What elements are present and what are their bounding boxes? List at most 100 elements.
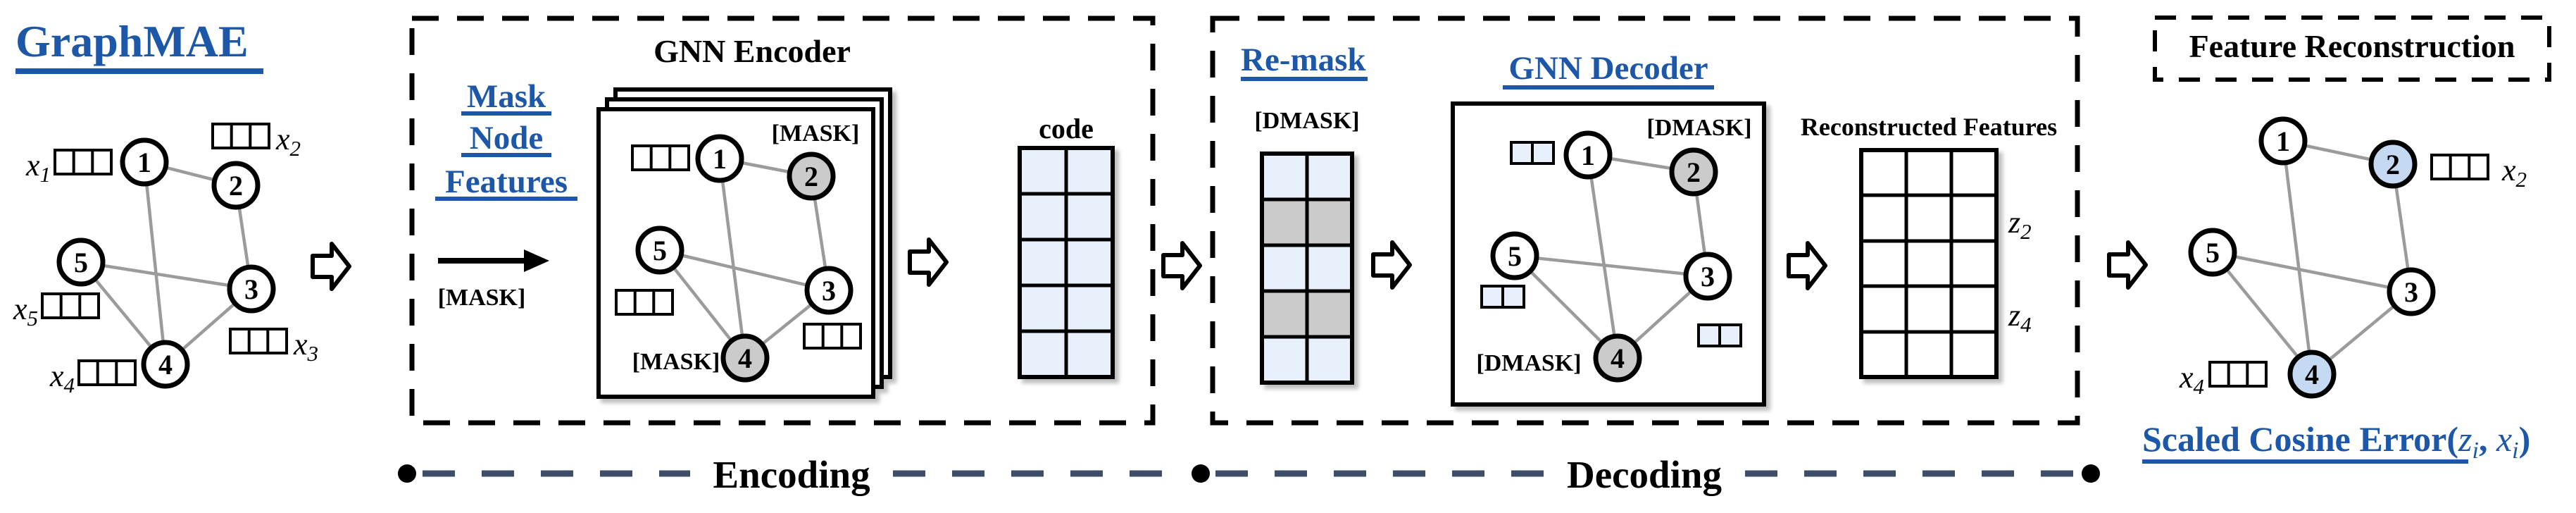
graph-node-2: 2 (211, 161, 261, 210)
graph-node-4-masked: 4 (720, 333, 770, 383)
feature-vector-x2 (2430, 154, 2489, 180)
svg-text:1: 1 (1581, 140, 1595, 171)
svg-text:3: 3 (822, 275, 836, 307)
feature-vector-x5 (41, 292, 100, 319)
graph-node-3: 3 (1683, 252, 1732, 301)
output-section: Feature Reconstruction x2 x4 1 2 5 (2142, 16, 2551, 464)
reconstructed-features-title: Reconstructed Features (1801, 113, 2057, 141)
decoding-section: Re-mask [DMASK] GNN Decoder (1210, 16, 2080, 426)
graph-node-5: 5 (635, 225, 684, 275)
edge-1-4 (2281, 140, 2314, 375)
svg-text:4: 4 (2305, 359, 2319, 390)
feature-vector-x4 (2208, 361, 2268, 388)
mask-node-features-label: Mask Node Features (435, 78, 577, 201)
graph-node-4-reconstructed: 4 (2287, 350, 2337, 399)
label-x3: x3 (293, 327, 318, 366)
mask-apply-arrow (438, 249, 549, 272)
label-x2: x2 (275, 122, 301, 161)
input-section: GraphMAE (13, 16, 349, 397)
edge-3-5 (2212, 250, 2412, 294)
mask-token-label: [MASK] (438, 285, 526, 311)
edge-1-4 (1586, 154, 1620, 359)
feature-vector-x2 (211, 123, 270, 149)
label-x4: x4 (2179, 360, 2204, 399)
svg-text:3: 3 (1701, 261, 1715, 292)
graph-node-2-reconstructed: 2 (2368, 140, 2418, 189)
label-x1: x1 (25, 148, 51, 187)
graph-node-3: 3 (227, 264, 276, 314)
svg-text:Mask: Mask (467, 78, 546, 115)
svg-text:5: 5 (1508, 240, 1522, 272)
reconstructed-features-matrix (1859, 148, 1999, 379)
feature-vector-node5 (615, 289, 674, 316)
graph-node-5: 5 (2188, 228, 2237, 277)
input-graph: x1 x2 x5 x4 x3 1 2 5 3 4 (13, 122, 318, 397)
encoding-section: Mask Node Features [MASK] GNN Encoder (409, 16, 1156, 426)
svg-text:5: 5 (653, 235, 667, 266)
decoding-dashed-box (1210, 16, 2080, 426)
flow-arrow-icon (1789, 243, 1825, 288)
edge-3-5 (80, 260, 252, 291)
dmask-token-top: [DMASK] (1646, 115, 1751, 141)
svg-text:1: 1 (713, 143, 727, 175)
stage-dot-middle (1192, 464, 1210, 483)
edge-3-5 (1514, 254, 1708, 278)
stage-dot-start (398, 464, 416, 483)
encoding-stage-label: Encoding (713, 453, 870, 496)
edge-1-4 (718, 158, 747, 359)
label-x2: x2 (2501, 153, 2527, 192)
graph-node-5: 5 (1490, 231, 1539, 280)
edge-4-5 (2211, 251, 2313, 376)
feature-vector-x4 (77, 359, 137, 386)
svg-text:1: 1 (137, 147, 151, 178)
svg-text:4: 4 (738, 342, 752, 374)
graph-node-1: 1 (1563, 130, 1613, 180)
graph-node-4: 4 (141, 340, 190, 389)
graph-node-2-masked: 2 (1669, 147, 1718, 197)
diagram-title: GraphMAE (15, 16, 249, 66)
svg-text:3: 3 (2404, 276, 2418, 308)
flow-arrow-icon (910, 240, 946, 285)
remask-title: Re-mask (1241, 42, 1366, 78)
mask-token-top: [MASK] (772, 120, 860, 147)
svg-text:4: 4 (158, 349, 173, 381)
svg-text:Features: Features (445, 163, 568, 200)
flow-arrow-icon (2109, 242, 2146, 288)
svg-text:3: 3 (244, 273, 258, 305)
dmask-token-label: [DMASK] (1254, 108, 1359, 134)
label-z4: z4 (2008, 298, 2032, 337)
label-x4: x4 (49, 359, 75, 397)
graph-node-1: 1 (120, 137, 169, 187)
edge-3-5 (659, 248, 830, 292)
code-vector-node1 (1510, 141, 1555, 165)
mask-token-bottom: [MASK] (632, 349, 720, 375)
graph-node-1: 1 (2258, 116, 2308, 166)
svg-text:1: 1 (2276, 125, 2290, 157)
graph-node-1: 1 (695, 134, 744, 183)
decoder-graph: [DMASK] [DMASK] 1 2 5 3 4 (1476, 115, 1752, 383)
code-vector-node5 (1480, 285, 1525, 309)
output-graph: x2 x4 1 2 5 3 4 (2179, 116, 2527, 399)
feature-vector-node1 (631, 144, 690, 171)
svg-text:2: 2 (1687, 156, 1701, 188)
feature-vector-x1 (54, 149, 113, 175)
svg-text:2: 2 (2386, 149, 2400, 180)
decoding-stage-label: Decoding (1567, 453, 1722, 496)
flow-arrow-icon (1373, 242, 1410, 288)
code-label: code (1039, 113, 1094, 144)
dmask-token-bottom: [DMASK] (1476, 350, 1581, 376)
stage-dot-end (2082, 464, 2100, 483)
label-z2: z2 (2008, 205, 2032, 244)
stage-timeline: Encoding Decoding (398, 453, 2100, 496)
code-matrix (1018, 146, 1115, 379)
graph-node-2-masked: 2 (787, 152, 836, 201)
svg-text:5: 5 (74, 247, 88, 278)
svg-text:2: 2 (229, 170, 243, 202)
flow-arrow-icon (1163, 243, 1200, 288)
graph-node-5: 5 (56, 237, 106, 287)
svg-text:4: 4 (1611, 342, 1625, 374)
feature-reconstruction-title: Feature Reconstruction (2189, 28, 2515, 64)
encoding-dashed-box (409, 16, 1156, 426)
